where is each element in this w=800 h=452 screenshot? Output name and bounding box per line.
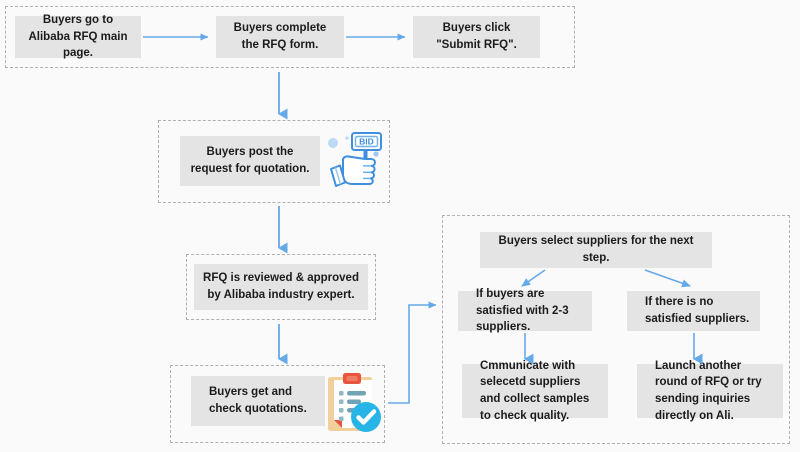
- node-step-3[interactable]: Buyers click "Submit RFQ".: [413, 16, 540, 58]
- node-step-1[interactable]: Buyers go to Alibaba RFQ main page.: [15, 14, 141, 59]
- svg-text:BID: BID: [359, 137, 374, 147]
- group-review-approve: [186, 254, 376, 320]
- group-post-request: [158, 120, 390, 203]
- node-action-yes[interactable]: Cmmunicate with selecetd suppliers and c…: [462, 360, 608, 422]
- connector-group4-selectpanel: [388, 301, 437, 404]
- node-branch-yes[interactable]: If buyers are satisfied with 2-3 supplie…: [458, 288, 592, 333]
- node-step-5[interactable]: RFQ is reviewed & approved by Alibaba in…: [194, 264, 368, 310]
- node-action-no[interactable]: Launch another round of RFQ or try sendi…: [637, 360, 783, 422]
- bid-paddle-hand-icon: BID: [325, 128, 387, 190]
- group-select-suppliers: [442, 215, 790, 444]
- node-branch-no[interactable]: If there is no satisfied suppliers.: [627, 291, 760, 331]
- group-get-quotations: [170, 365, 385, 443]
- node-step-7[interactable]: Buyers select suppliers for the next ste…: [480, 232, 712, 268]
- group-submit-rfq: [5, 6, 575, 68]
- clipboard-check-icon: [326, 372, 384, 434]
- node-step-6[interactable]: Buyers get and check quotations.: [191, 376, 325, 426]
- node-step-2[interactable]: Buyers complete the RFQ form.: [216, 16, 344, 58]
- node-step-4[interactable]: Buyers post the request for quotation.: [180, 136, 320, 186]
